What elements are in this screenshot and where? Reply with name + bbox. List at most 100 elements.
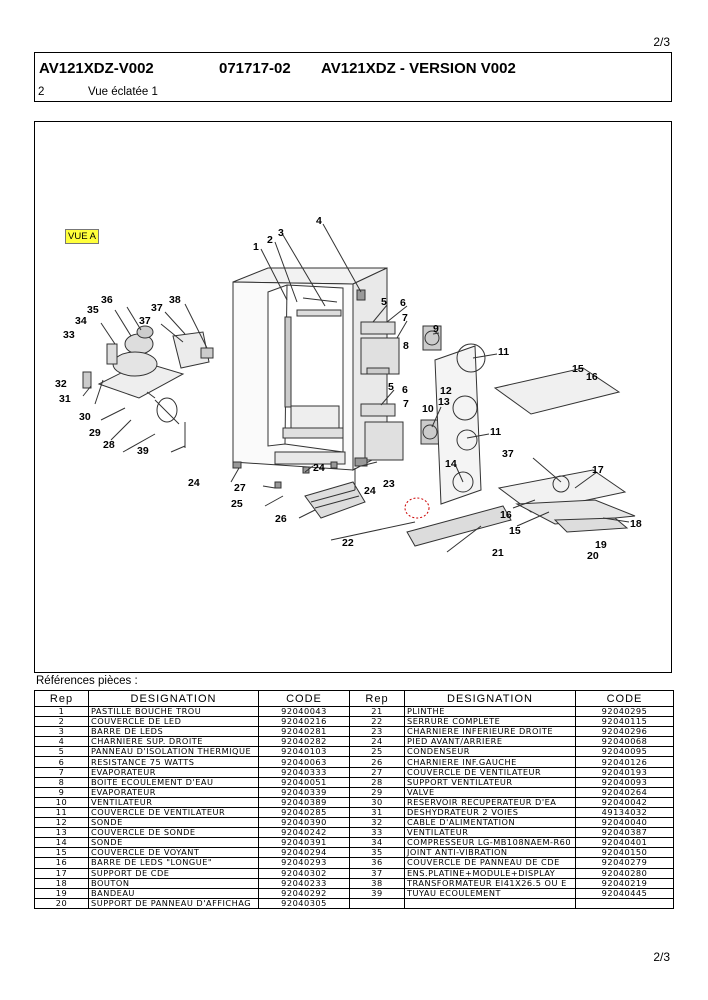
part-rep: 2 bbox=[34, 716, 89, 728]
callout-number: 37 bbox=[151, 302, 163, 314]
part-designation: RESISTANCE 75 WATTS bbox=[88, 756, 259, 768]
callout-number: 12 bbox=[440, 385, 452, 397]
parts-table-header: Rep DESIGNATION CODE Rep DESIGNATION COD… bbox=[34, 690, 674, 707]
callout-number: 24 bbox=[188, 477, 200, 489]
document-header: AV121XDZ-V002 071717-02 AV121XDZ - VERSI… bbox=[34, 52, 672, 102]
section-number: 2 bbox=[38, 86, 45, 98]
callout-number: 37 bbox=[139, 315, 151, 327]
callout-number: 23 bbox=[383, 478, 395, 490]
part-designation bbox=[404, 897, 576, 909]
part-code: 92040302 bbox=[258, 867, 350, 879]
view-label: VUE A bbox=[65, 229, 99, 244]
part-rep: 25 bbox=[349, 746, 405, 758]
part-code: 92040043 bbox=[258, 705, 350, 718]
part-designation: PIED AVANT/ARRIERE bbox=[404, 736, 576, 748]
part-rep: 34 bbox=[349, 837, 405, 849]
part-rep: 3 bbox=[34, 726, 89, 738]
callout-number: 11 bbox=[490, 426, 501, 438]
callout-number: 24 bbox=[364, 485, 376, 497]
col-header-code: CODE bbox=[575, 690, 674, 707]
callout-number: 16 bbox=[586, 371, 598, 383]
callout-number: 15 bbox=[509, 525, 521, 537]
part-code: 92040126 bbox=[575, 756, 674, 768]
part-designation: COUVERCLE DE PANNEAU DE CDE bbox=[404, 857, 576, 869]
part-rep: 1 bbox=[34, 705, 89, 718]
part-code: 92040387 bbox=[575, 827, 674, 839]
part-designation: PASTILLE BOUCHE TROU bbox=[88, 705, 259, 718]
part-designation: BOUTON bbox=[88, 877, 259, 889]
callout-number: 27 bbox=[234, 482, 246, 494]
callout-number: 9 bbox=[433, 323, 439, 335]
part-rep: 26 bbox=[349, 756, 405, 768]
part-designation: PLINTHE bbox=[404, 705, 576, 718]
part-rep: 33 bbox=[349, 827, 405, 839]
part-designation: TUYAU ECOULEMENT bbox=[404, 887, 576, 899]
part-designation: SUPPORT DE PANNEAU D'AFFICHAG bbox=[88, 897, 259, 909]
references-title: Références pièces : bbox=[36, 675, 138, 687]
part-designation: BARRE DE LEDS "LONGUE" bbox=[88, 857, 259, 869]
callout-number: 34 bbox=[75, 315, 87, 327]
part-rep: 38 bbox=[349, 877, 405, 889]
col-header-rep: Rep bbox=[34, 690, 89, 707]
part-designation: EVAPORATEUR bbox=[88, 786, 259, 798]
callout-number: 20 bbox=[587, 550, 599, 562]
part-rep: 11 bbox=[34, 806, 89, 819]
callout-number: 22 bbox=[342, 537, 354, 549]
callout-number: 10 bbox=[422, 403, 434, 415]
part-designation: SONDE bbox=[88, 817, 259, 829]
callout-number: 6 bbox=[402, 384, 408, 396]
part-rep: 27 bbox=[349, 766, 405, 778]
part-designation: COUVERCLE DE VENTILATEUR bbox=[88, 806, 259, 819]
exploded-view-drawing: VUE A bbox=[34, 121, 672, 673]
part-code: 92040051 bbox=[258, 776, 350, 788]
part-code: 92040242 bbox=[258, 827, 350, 839]
part-rep: 20 bbox=[34, 897, 89, 909]
part-code: 92040339 bbox=[258, 786, 350, 798]
part-rep: 14 bbox=[34, 837, 89, 849]
part-rep: 36 bbox=[349, 857, 405, 869]
part-designation: COUVERCLE DE VOYANT bbox=[88, 847, 259, 859]
part-rep: 12 bbox=[34, 817, 89, 829]
callout-number: 28 bbox=[103, 439, 115, 451]
col-header-designation: DESIGNATION bbox=[404, 690, 576, 707]
model-name: AV121XDZ-V002 bbox=[39, 60, 154, 77]
part-designation: COUVERCLE DE SONDE bbox=[88, 827, 259, 839]
part-designation: JOINT ANTI-VIBRATION bbox=[404, 847, 576, 859]
part-rep: 37 bbox=[349, 867, 405, 879]
part-code: 92040095 bbox=[575, 746, 674, 758]
part-code: 92040282 bbox=[258, 736, 350, 748]
section-title: Vue éclatée 1 bbox=[88, 86, 158, 98]
callout-number: 31 bbox=[59, 393, 71, 405]
part-designation: VALVE bbox=[404, 786, 576, 798]
part-designation: CABLE D'ALIMENTATION bbox=[404, 817, 576, 829]
callout-number: 33 bbox=[63, 329, 75, 341]
part-rep: 16 bbox=[34, 857, 89, 869]
part-designation: DESHYDRATEUR 2 VOIES bbox=[404, 806, 576, 819]
part-code: 92040264 bbox=[575, 786, 674, 798]
part-rep: 21 bbox=[349, 705, 405, 718]
parts-table: Rep DESIGNATION CODE Rep DESIGNATION COD… bbox=[34, 690, 674, 909]
part-rep: 5 bbox=[34, 746, 89, 758]
part-code: 92040445 bbox=[575, 887, 674, 899]
part-rep: 28 bbox=[349, 776, 405, 788]
callout-number: 6 bbox=[400, 297, 406, 309]
part-code: 92040294 bbox=[258, 847, 350, 859]
part-rep: 39 bbox=[349, 887, 405, 899]
callout-labels: 1 2 3 4 5 6 7 8 9 11 5 6 7 10 12 13 11 1… bbox=[55, 215, 642, 562]
part-designation: TRANSFORMATEUR EI41X26.5 OU E bbox=[404, 877, 576, 889]
part-rep: 24 bbox=[349, 736, 405, 748]
exploded-view-svg: 1 2 3 4 5 6 7 8 9 11 5 6 7 10 12 13 11 1… bbox=[55, 215, 642, 562]
callout-number: 37 bbox=[502, 448, 514, 460]
part-rep: 29 bbox=[349, 786, 405, 798]
callout-number: 11 bbox=[498, 346, 509, 358]
part-designation: RESERVOIR RECUPERATEUR D'EA bbox=[404, 796, 576, 808]
part-designation: PANNEAU D'ISOLATION THERMIQUE bbox=[88, 746, 259, 758]
part-designation: SONDE bbox=[88, 837, 259, 849]
part-code: 92040216 bbox=[258, 716, 350, 728]
part-code: 92040115 bbox=[575, 716, 674, 728]
part-code: 92040391 bbox=[258, 837, 350, 849]
